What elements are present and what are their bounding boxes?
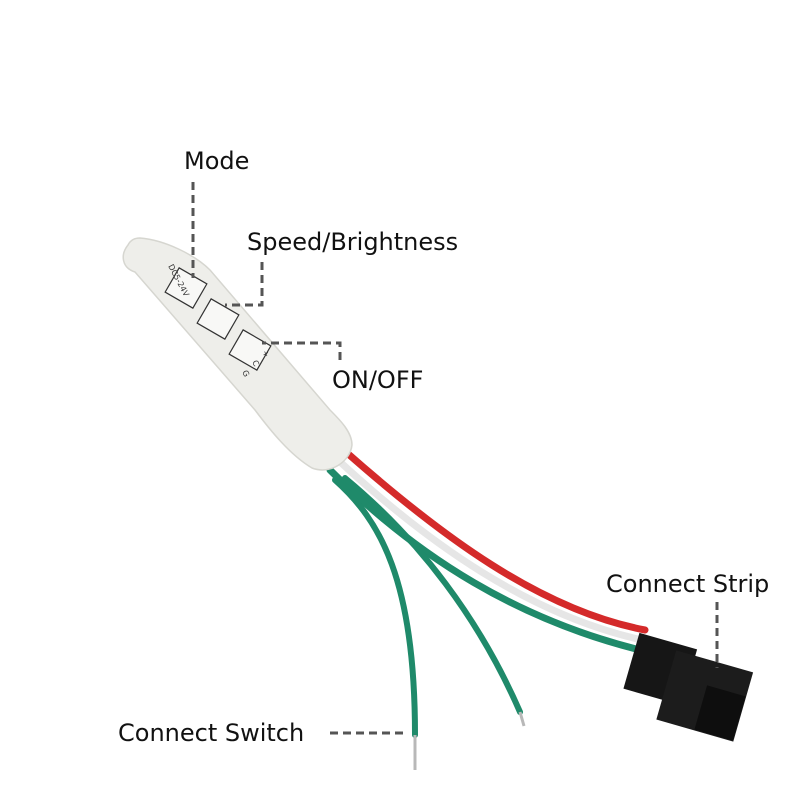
speed-brightness-label: Speed/Brightness: [247, 228, 459, 256]
pin-g-label: G: [240, 369, 251, 379]
connect-strip-label: Connect Strip: [606, 570, 770, 598]
speed-button-box: [196, 298, 240, 340]
controller: DC5-24V + C G: [122, 237, 353, 471]
leader-speed: [225, 262, 264, 307]
wire-red-to-connector: [342, 448, 649, 634]
mode-label: Mode: [184, 147, 250, 175]
wire-bundle: [326, 448, 649, 770]
wire-tip-2: [518, 711, 526, 727]
wire-green-switch-2: [342, 475, 523, 715]
pin-plus-label: +: [260, 349, 271, 359]
leader-onoff: [262, 341, 342, 360]
pin-c-label: C: [250, 359, 261, 369]
connect-switch-label: Connect Switch: [118, 719, 305, 747]
wire-green-switch-1: [332, 477, 418, 738]
connector: [623, 632, 754, 742]
on-off-label: ON/OFF: [332, 366, 424, 394]
wire-white-to-connector: [334, 456, 646, 644]
leader-lines: [191, 182, 719, 735]
wire-green-to-connector: [326, 466, 644, 654]
onoff-button-box: [228, 329, 272, 371]
